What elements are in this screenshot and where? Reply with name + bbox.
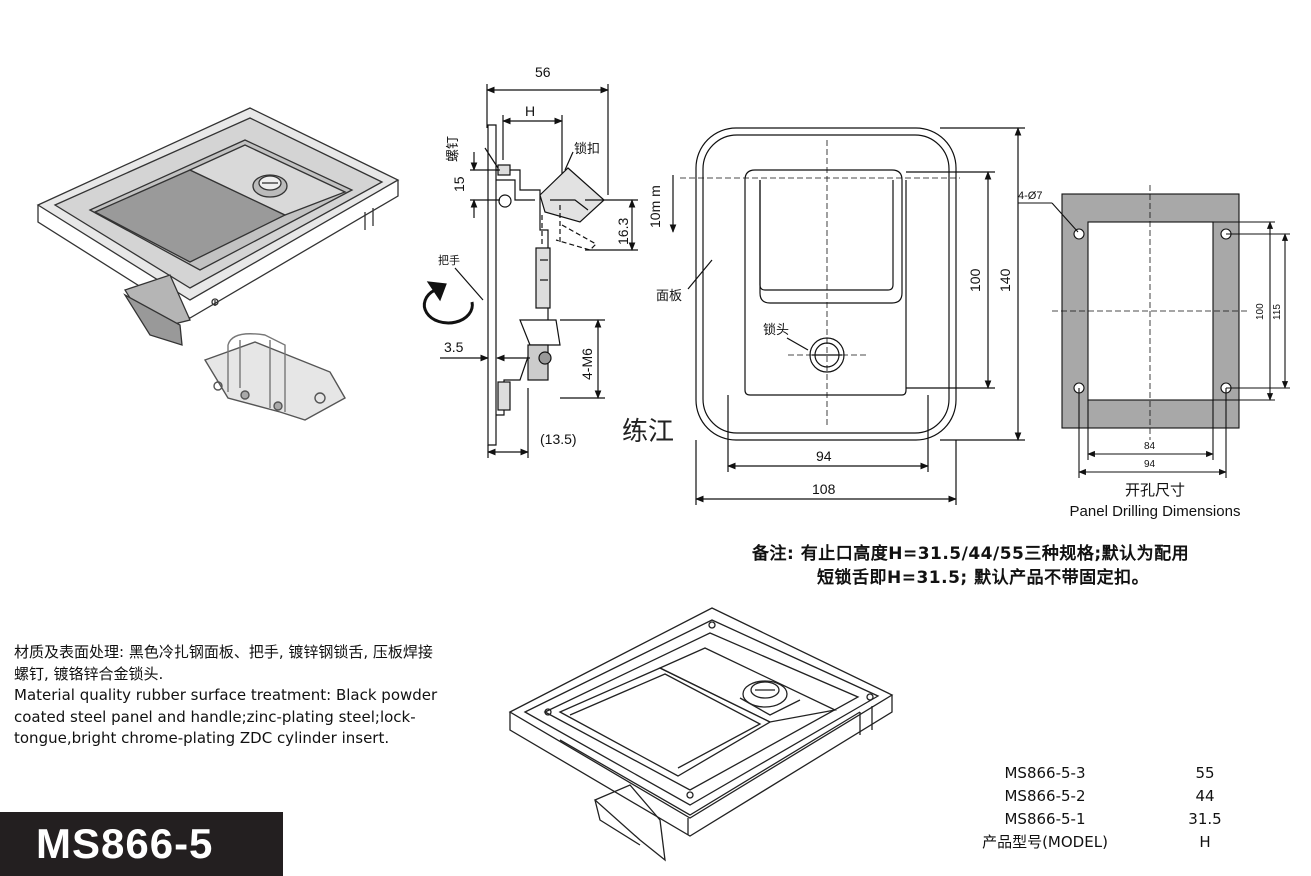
table-row: MS866-5-2 44 [940,785,1260,808]
dim-h: H [525,103,535,119]
label-panel: 面板 [656,289,682,304]
dim-108: 108 [812,481,836,497]
dim-drill-94: 94 [1144,459,1156,470]
model-cell: MS866-5-1 [1004,810,1086,828]
dim-16-3: 16.3 [615,218,631,245]
h-cell: 31.5 [1188,810,1222,828]
label-handle: 把手 [438,253,460,267]
dim-drill-84: 84 [1144,441,1156,452]
table-header-row: 产品型号(MODEL) H [940,831,1260,854]
dim-13-5: (13.5) [540,431,577,447]
material-description: 材质及表面处理: 黑色冷扎钢面板、把手, 镀锌钢锁舌, 压板焊接螺钉, 镀铬锌合… [14,642,444,750]
dim-10mm: 10m m [647,185,663,228]
dim-hole: 4-Ø7 [1018,190,1042,202]
model-table: MS866-5-3 55 MS866-5-2 44 MS866-5-1 31.5… [940,762,1260,854]
dim-drill-100: 100 [1255,303,1266,320]
dim-15: 15 [451,176,467,192]
model-badge: MS866-5 [0,812,283,876]
table-row: MS866-5-1 31.5 [940,808,1260,831]
h-cell: 55 [1195,764,1215,782]
dim-drill-115: 115 [1272,304,1283,320]
product-perspective-top [36,107,400,346]
dim-94: 94 [816,448,832,464]
side-view [422,84,677,458]
dim-56: 56 [535,64,551,80]
side-view-labels: 56 H 15 16.3 10m m 3.5 4-M6 (13.5) 螺钉 锁扣… [438,64,674,447]
watermark-text: 练江 [622,417,674,447]
label-screw: 螺钉 [446,136,461,162]
model-cell: MS866-5-3 [1004,764,1086,782]
label-lock-buckle: 锁扣 [574,141,600,157]
dim-100: 100 [967,268,983,292]
drilling-title-en: Panel Drilling Dimensions [1069,503,1241,520]
label-lock-head: 锁头 [763,322,789,338]
drilling-title-cn: 开孔尺寸 [1124,482,1185,499]
remark-note: 备注: 有止口高度H=31.5/44/55三种规格;默认为配用 短锁舌即H=31… [752,542,1292,590]
product-perspective-bottom [508,607,894,862]
drilling-labels: 4-Ø7 100 115 84 94 [1018,190,1283,470]
material-cn: 材质及表面处理: 黑色冷扎钢面板、把手, 镀锌钢锁舌, 压板焊接螺钉, 镀铬锌合… [14,643,433,683]
remark-line-1: 备注: 有止口高度H=31.5/44/55三种规格;默认为配用 [752,544,1190,564]
header-model: 产品型号(MODEL) [982,833,1108,851]
drilling-diagram [1018,185,1290,478]
dim-4-m6: 4-M6 [579,348,595,380]
remark-line-2: 短锁舌即H=31.5; 默认产品不带固定扣。 [817,568,1150,588]
clamp-plate [203,333,346,421]
dim-140: 140 [997,268,1013,292]
drilling-caption: 开孔尺寸 Panel Drilling Dimensions [1040,480,1270,522]
front-view-labels: 100 140 94 108 面板 锁头 [656,268,1013,497]
model-cell: MS866-5-2 [1004,787,1086,805]
header-h: H [1199,833,1211,851]
table-row: MS866-5-3 55 [940,762,1260,785]
h-cell: 44 [1195,787,1215,805]
material-en: Material quality rubber surface treatmen… [14,686,438,747]
front-view [680,127,1025,505]
dim-3-5: 3.5 [444,339,464,355]
